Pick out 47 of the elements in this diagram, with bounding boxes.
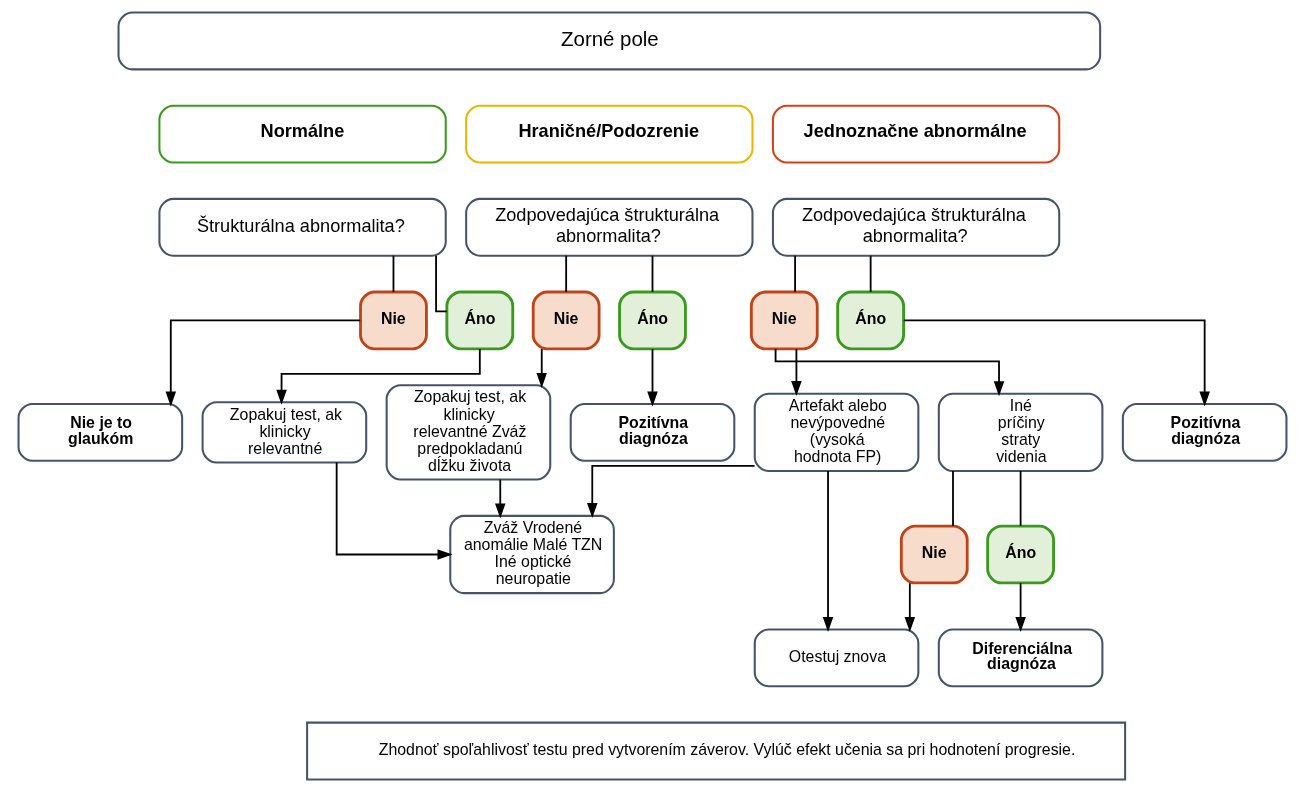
node-box: Áno <box>444 290 514 351</box>
node-box: Áno <box>985 524 1055 585</box>
connector <box>793 254 796 293</box>
node-box: Pozitívna diagnóza <box>569 402 735 462</box>
arrow <box>646 348 658 407</box>
arrow <box>1014 582 1026 632</box>
node-box: Zopakuj test, ak klinicky relevantné <box>201 401 367 464</box>
arrow <box>586 464 755 519</box>
arrow <box>774 347 1004 397</box>
arrow <box>535 348 547 388</box>
arrow <box>494 478 506 519</box>
node-box: Áno <box>617 290 687 351</box>
node-box: Zopakuj test, ak klinicky relevantné Zváž predpokladanú dĺžku života <box>385 384 551 481</box>
node-box: Otestuj znova <box>753 628 919 688</box>
arrow <box>335 461 453 560</box>
arrow <box>822 470 833 632</box>
arrow <box>904 582 915 632</box>
arrow <box>275 348 481 405</box>
node-box: Iné príčiny straty videnia <box>937 392 1103 472</box>
node-box: Zváž Vrodené anomálie Malé TZN Iné optické neuropatie <box>448 514 615 595</box>
node-box: Zorné pole <box>117 11 1101 71</box>
node-box: Pozitívna diagnóza <box>1121 402 1287 462</box>
node-box: Normálne <box>157 104 447 164</box>
connector <box>951 470 954 527</box>
node-box: Zhodnoť spoľahlivosť testu pred vytvorením záverov. Vylúč efekt učenia sa pri hodnotení progresie. <box>305 721 1126 781</box>
node-box: Artefakt alebo nevýpovedné (vysoká hodnota FP) <box>753 392 919 472</box>
node-box: Áno <box>835 290 905 351</box>
connector <box>434 254 448 313</box>
node-box: Hraničné/Podozrenie <box>464 104 753 164</box>
node-box: Nie <box>749 290 819 351</box>
node-box: Nie je to glaukóm <box>17 402 183 462</box>
arrow <box>790 348 802 397</box>
arrow <box>165 319 361 407</box>
node-box: Nie <box>358 290 428 351</box>
node-box: Zodpovedajúca štrukturálna abnormalita? <box>771 197 1060 257</box>
node-box: Štrukturálna abnormalita? <box>157 197 447 257</box>
connector <box>392 254 394 293</box>
connector <box>869 254 872 293</box>
node-box: Jednoznačne abnormálne <box>771 104 1060 164</box>
node-box: Nie <box>531 290 600 351</box>
node-box: Diferenciálna diagnóza <box>937 628 1103 688</box>
connector <box>651 254 653 293</box>
node-box: Zodpovedajúca štrukturálna abnormalita? <box>464 197 753 257</box>
node-box: Nie <box>899 524 969 585</box>
connector <box>564 254 567 293</box>
connector <box>1019 470 1021 527</box>
arrow <box>902 319 1210 407</box>
